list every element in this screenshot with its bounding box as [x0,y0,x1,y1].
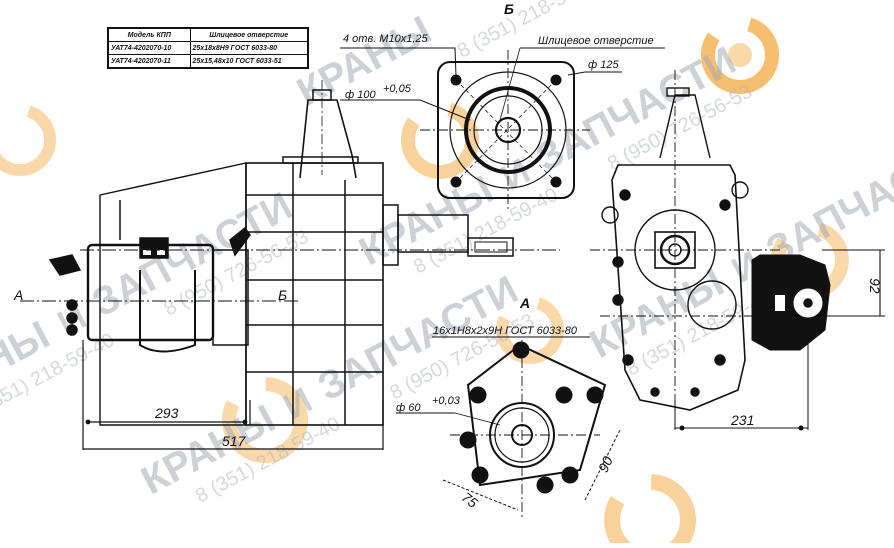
view-label-b-axis: Б [278,287,287,303]
front-view [590,70,885,431]
watermark-brand-text: И [494,150,536,198]
spline-a-note: 16х1Н8х2х9Н ГОСТ 6033-80 [433,325,578,337]
dimension-90: 90 [595,454,616,475]
holes-note: 4 отв. М10х1,25 [343,33,428,45]
dimension-lines-side [82,340,384,450]
spec-table-row: УАТ74-4202070-11 25х15,48х10 ГОСТ 6033-5… [107,54,309,69]
watermark-gear-logo-icon [604,474,696,548]
watermark-phone: 8 (351) 218-59-40 [454,0,606,63]
spec-table: Модель КПП Шлицевое отверстие УАТ74-4202… [107,27,309,69]
watermark-gear-logo-icon [0,104,56,176]
spec-table-header: Модель КПП Шлицевое отверстие [107,27,309,42]
spec-table-cell: 25х15,48х10 ГОСТ 6033-51 [189,54,309,69]
side-view [20,80,560,426]
view-label-b: Б [504,1,514,17]
dimension-75: 75 [459,489,481,511]
spec-table-cell: УАТ74-4202070-11 [107,54,191,69]
dimension-517: 517 [222,433,247,449]
spec-table-header-cell: Модель КПП [107,27,191,42]
spec-table-cell: 25х18х8Н9 ГОСТ 6033-80 [189,41,309,55]
spec-table-row: УАТ74-4202070-10 25х18х8Н9 ГОСТ 6033-80 [107,41,309,55]
dia-60-label: ф 60 [396,402,421,414]
watermark-brand-text: ЗАПЧАСТИ [759,131,894,273]
view-label-a-axis: А [13,287,23,303]
dia-60-tolerance: +0,03 [432,395,461,407]
spline-note: Шлицевое отверстие [538,35,654,47]
view-a-flange [396,336,621,520]
view-label-a: А [519,295,530,311]
dia-125-label: ф 125 [588,59,619,71]
view-b-flange [340,47,665,210]
watermark-gear-logo-icon [222,377,308,463]
watermark-gear-logo-icon [701,16,779,94]
watermark-gear-logo-icon [401,101,479,179]
spec-table-cell: УАТ74-4202070-10 [107,41,191,55]
watermark-gear-logo-icon [496,296,564,364]
dia-100-label: ф 100 [345,89,376,101]
spec-table-header-cell: Шлицевое отверстие [189,27,309,42]
dimension-92: 92 [867,278,883,294]
dimension-231: 231 [730,412,754,428]
dimension-293: 293 [154,405,179,421]
dia-100-tolerance: +0,05 [383,83,412,95]
